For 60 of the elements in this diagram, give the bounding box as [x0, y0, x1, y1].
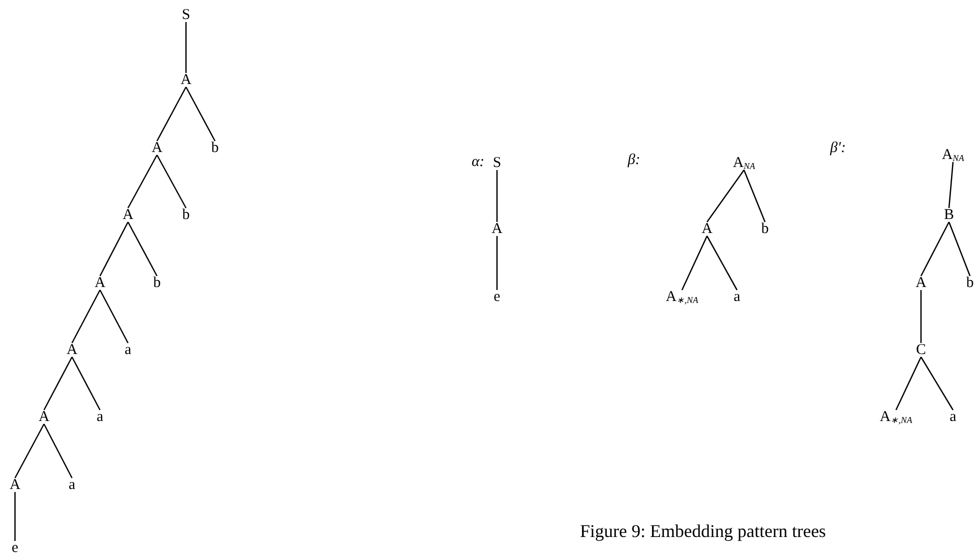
tree-branch: [43, 424, 73, 478]
tree-node-label: a: [734, 289, 740, 305]
tree-node-label: a: [68, 477, 76, 493]
tree-name-label: α:: [472, 154, 484, 170]
tree-node-label: a: [124, 342, 132, 358]
tree-node-label: A: [122, 207, 134, 223]
tree-branch: [496, 170, 498, 222]
tree-branch: [156, 86, 187, 142]
tree-branch: [920, 222, 950, 276]
tree-node-label: A$_{NA}$: [942, 147, 964, 163]
tree-node-label: A$_{∗,NA}$: [880, 409, 912, 425]
tree-node-label: A: [180, 72, 192, 88]
tree-node-label: A$_{NA}$: [732, 155, 756, 171]
tree-node-label: A: [94, 275, 106, 291]
tree-branch: [156, 154, 187, 208]
tree-node-label: A: [152, 140, 162, 156]
tree-branch: [14, 424, 45, 478]
tree-node-label: A: [916, 275, 926, 291]
tree-branch: [127, 222, 158, 276]
tree-name-label: β′:: [830, 140, 846, 156]
tree-node-label: C: [916, 342, 926, 358]
tree-node-label: b: [182, 207, 190, 223]
tree-node-label: A: [492, 221, 502, 237]
tree-branch: [743, 170, 766, 222]
tree-branch: [99, 222, 129, 276]
figure-caption: Figure 9: Embedding pattern trees: [580, 520, 826, 543]
tree-branch: [14, 492, 16, 541]
tree-branch: [71, 290, 101, 344]
tree-node-label: b: [761, 221, 769, 237]
tree-branch: [681, 236, 708, 290]
tree-node-label: S: [492, 155, 502, 171]
tree-node-label: A$_{∗,NA}$: [666, 289, 698, 305]
tree-node-label: e: [12, 540, 18, 556]
tree-node-label: a: [950, 409, 956, 425]
tree-node-label: S: [182, 7, 190, 23]
tree-node-label: b: [966, 275, 974, 291]
tree-branch: [71, 356, 101, 410]
tree-branch: [185, 86, 216, 142]
tree-node-label: A: [66, 342, 78, 358]
tree-node-label: b: [211, 140, 219, 156]
tree-branch: [948, 162, 954, 208]
tree-branch: [706, 236, 738, 290]
tree-branch: [895, 356, 922, 410]
tree-branch: [43, 356, 73, 410]
tree-name-label: β:: [628, 152, 640, 168]
tree-node-label: e: [494, 289, 500, 305]
tree-node-label: a: [96, 409, 104, 425]
tree-node-label: b: [153, 275, 161, 291]
tree-node-label: A: [10, 477, 20, 493]
tree-branch: [185, 22, 187, 73]
tree-node-label: A: [702, 221, 712, 237]
tree-branch: [496, 236, 498, 290]
tree-node-label: B: [944, 207, 954, 223]
tree-branch: [920, 356, 954, 410]
tree-branch: [99, 290, 129, 344]
tree-branch: [706, 170, 745, 222]
tree-branch: [127, 154, 158, 208]
tree-branch: [920, 290, 922, 343]
tree-branch: [948, 222, 971, 276]
tree-node-label: A: [38, 409, 50, 425]
